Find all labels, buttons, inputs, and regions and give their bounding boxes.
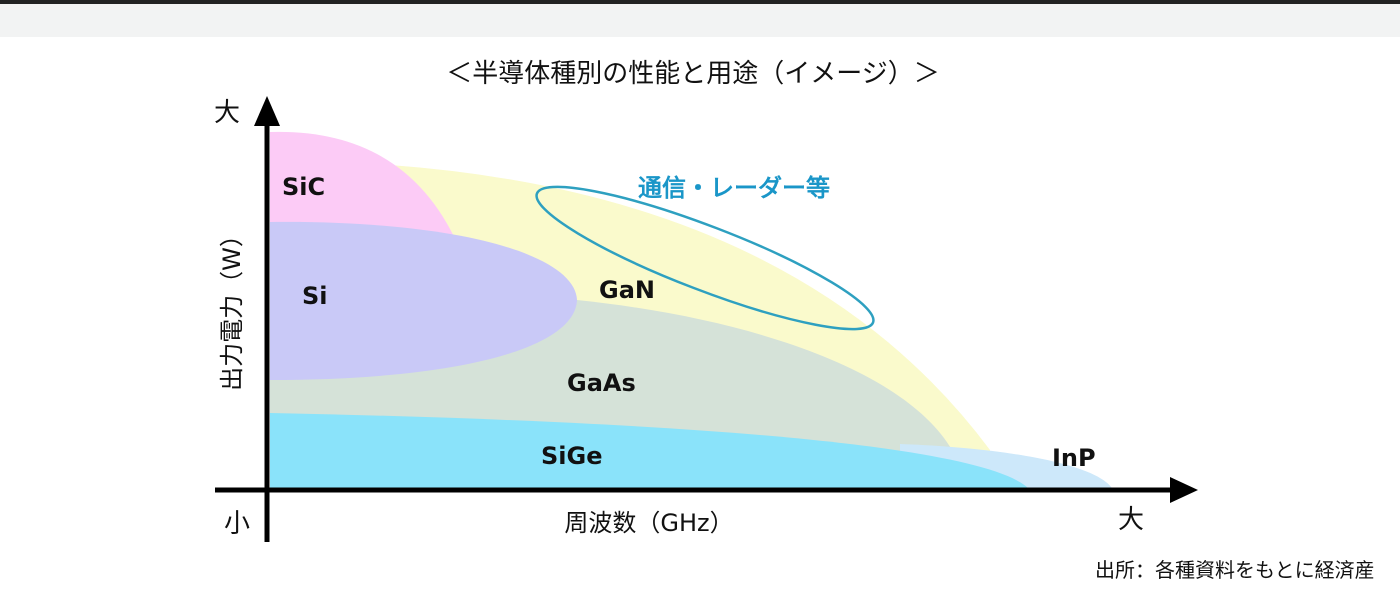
region-si [270,221,577,380]
x-axis-label: 周波数（GHz） [564,509,733,537]
y-axis-arrow-icon [254,96,280,126]
label-sige: SiGe [541,442,603,470]
region-sige [270,413,1030,490]
source-note: 出所：各種資料をもとに経済産 [1095,558,1375,582]
x-axis-high: 大 [1118,505,1144,535]
y-axis-high: 大 [214,98,240,128]
label-gan: GaN [599,276,655,304]
y-axis-label: 出力電力（W） [218,223,246,391]
telecom-radar-ellipse [535,185,875,331]
label-telecom-radar: 通信・レーダー等 [638,174,830,202]
label-si: Si [302,282,328,310]
top-band [0,0,1400,37]
region-sic [270,131,458,245]
label-gaas: GaAs [567,369,636,397]
label-inp: InP [1052,444,1096,472]
x-axis-arrow-icon [1170,477,1198,503]
diagram-title: ＜半導体種別の性能と用途（イメージ）＞ [446,59,939,89]
x-axis-low: 小 [224,509,250,539]
label-sic: SiC [282,173,325,201]
